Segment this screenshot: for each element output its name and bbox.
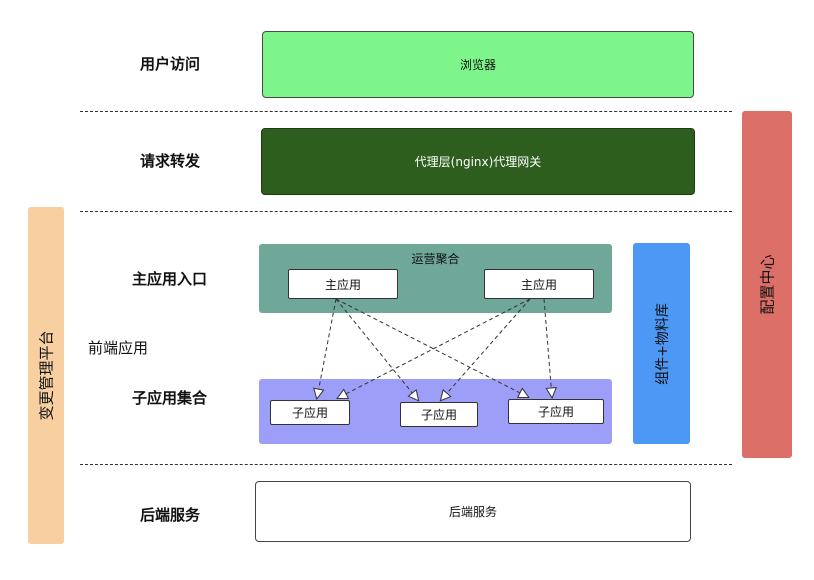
sub-app-label-3: 子应用	[537, 405, 574, 419]
arrow-main1-sub2	[335, 298, 418, 400]
row-label-backend-service: 后端服务	[140, 506, 201, 524]
change-mgmt-bar: 变更管理平台	[28, 207, 64, 544]
proxy-box: 代理层(nginx)代理网关	[261, 128, 695, 195]
arrow-main2-sub1	[338, 298, 531, 398]
sub-app-label-2: 子应用	[420, 408, 457, 422]
divider-2	[80, 211, 732, 212]
proxy-label: 代理层(nginx)代理网关	[414, 155, 542, 169]
divider-3	[80, 464, 732, 465]
ops-aggregate-label: 运营聚合	[411, 252, 460, 266]
arrow-main1-sub1	[317, 298, 337, 398]
row-label-user-access: 用户访问	[140, 55, 201, 73]
backend-label: 后端服务	[448, 505, 497, 519]
browser-box: 浏览器	[262, 31, 694, 98]
row-label-frontend-app: 前端应用	[88, 339, 149, 357]
config-center-bar: 配置中心	[742, 111, 792, 458]
main-app-label-1: 主应用	[324, 277, 361, 292]
arrow-main1-sub3	[335, 298, 528, 397]
row-label-main-entry: 主应用入口	[132, 270, 208, 288]
sub-app-box-3: 子应用	[508, 399, 604, 424]
browser-label: 浏览器	[459, 58, 496, 72]
arrow-main2-sub2	[441, 298, 531, 400]
divider-1	[80, 111, 732, 112]
component-lib-label: 组件+物料库	[654, 302, 671, 385]
main-app-box-2: 主应用	[484, 269, 594, 299]
main-app-label-2: 主应用	[520, 277, 557, 292]
row-label-sub-app-set: 子应用集合	[132, 389, 208, 407]
sub-app-box-1: 子应用	[270, 400, 350, 425]
sub-app-label-1: 子应用	[291, 406, 328, 420]
main-app-box-1: 主应用	[288, 269, 398, 299]
sub-app-box-2: 子应用	[400, 402, 478, 427]
arrow-main2-sub3	[543, 298, 552, 397]
backend-box: 后端服务	[255, 481, 691, 542]
row-label-request-forward: 请求转发	[140, 152, 201, 170]
component-lib-bar: 组件+物料库	[633, 243, 690, 444]
